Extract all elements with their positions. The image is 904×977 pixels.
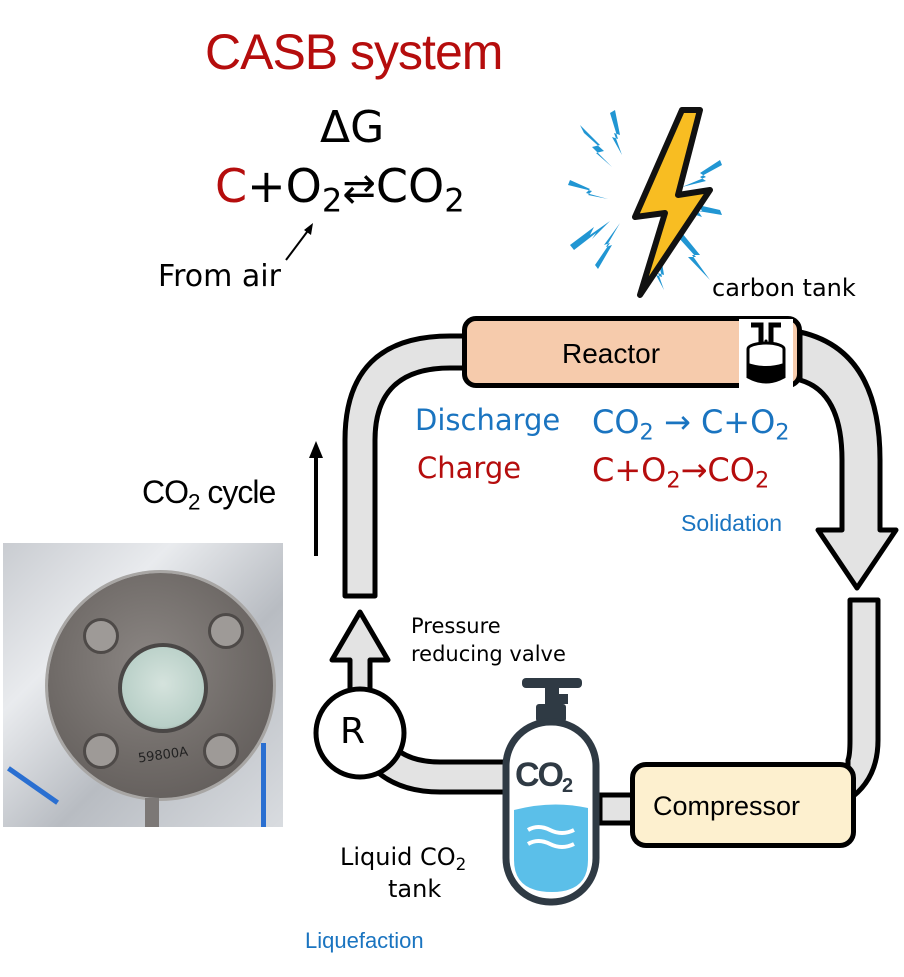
co2-cycle-sub: 2 [188,489,200,515]
liquid-tank-label: Liquid CO2 [340,842,466,872]
charge-eq-sub: 2 [666,467,681,494]
bolt-screw-icon [83,733,119,769]
co2-cycle-rest: cycle [199,474,276,510]
tank-co: CO [515,756,564,794]
flange-photo: 59800A [3,543,283,827]
discharge-label: Discharge [415,403,561,437]
diagram-title: CASB system [205,24,503,80]
reactor-box[interactable]: Reactor [462,316,802,389]
liquid-tank-sub: 2 [455,854,467,875]
carbon-tank-label: carbon tank [712,274,856,302]
from-air-label: From air [158,259,281,294]
charge-label: Charge [417,451,522,485]
bolt-shape [632,107,713,298]
discharge-eq-right: C+O [700,403,776,441]
charge-eq-arrow: → [680,451,708,489]
bolt-screw-icon [203,733,239,769]
pressure-valve-circle [313,686,407,780]
carbon-symbol: C [215,159,248,213]
discharge-eq-arrow: → [663,403,691,441]
equation-co: CO [375,159,445,213]
blue-tube [261,743,266,827]
main-equation: C+O2⇄CO2 [215,158,465,217]
bolt-screw-icon [208,613,244,649]
liquid-co2-tank-icon[interactable] [500,672,602,908]
liquid-tank-label-line2: tank [388,875,442,903]
equation-plus-oxygen: +O [247,159,322,213]
discharge-eq-sub: 2 [639,419,654,446]
tank-sub: 2 [562,775,573,797]
co2-cycle-label: CO2 cycle [142,472,276,515]
down-arrow-pipe [797,329,899,591]
delta-g-label: ΔG [320,102,385,153]
from-air-arrow-icon [285,223,313,261]
equilibrium-arrow: ⇄ [342,166,376,212]
pressure-valve-symbol[interactable]: R [340,711,366,752]
pipe-left [342,333,473,599]
charge-eq-sub: 2 [754,467,770,494]
discharge-eq-sub: 2 [775,419,790,446]
sample-window [118,643,208,733]
charge-eq-right: CO [707,451,755,489]
bolt-screw-icon [83,618,119,654]
pressure-valve-label-2: reducing valve [411,642,566,666]
discharge-eq-left: CO [592,403,640,441]
spark-icon [568,110,722,290]
tank-co2-symbol: CO2 [515,755,573,797]
carbon-tank-icon [739,319,793,389]
solidation-label: Solidation [681,510,783,536]
equation-sub: 2 [444,181,465,220]
discharge-equation: CO2 → C+O2 [592,402,790,444]
pressure-valve-label-1: Pressure [411,614,501,638]
blue-tube [6,766,60,805]
liquefaction-label: Liquefaction [305,928,424,953]
charge-equation: C+O2→CO2 [592,450,769,492]
compressor-box[interactable]: Compressor [630,762,856,848]
reactor-label: Reactor [562,338,661,369]
liquid-tank-line1: Liquid CO [340,843,456,871]
co2-cycle-co: CO [142,474,189,510]
compressor-label: Compressor [653,791,801,821]
charge-eq-left: C+O [592,451,667,489]
lightning-bolt-icon [568,107,722,298]
cycle-arrow-head-icon [309,441,323,458]
equation-sub: 2 [321,181,343,220]
flange-stem [145,798,159,827]
